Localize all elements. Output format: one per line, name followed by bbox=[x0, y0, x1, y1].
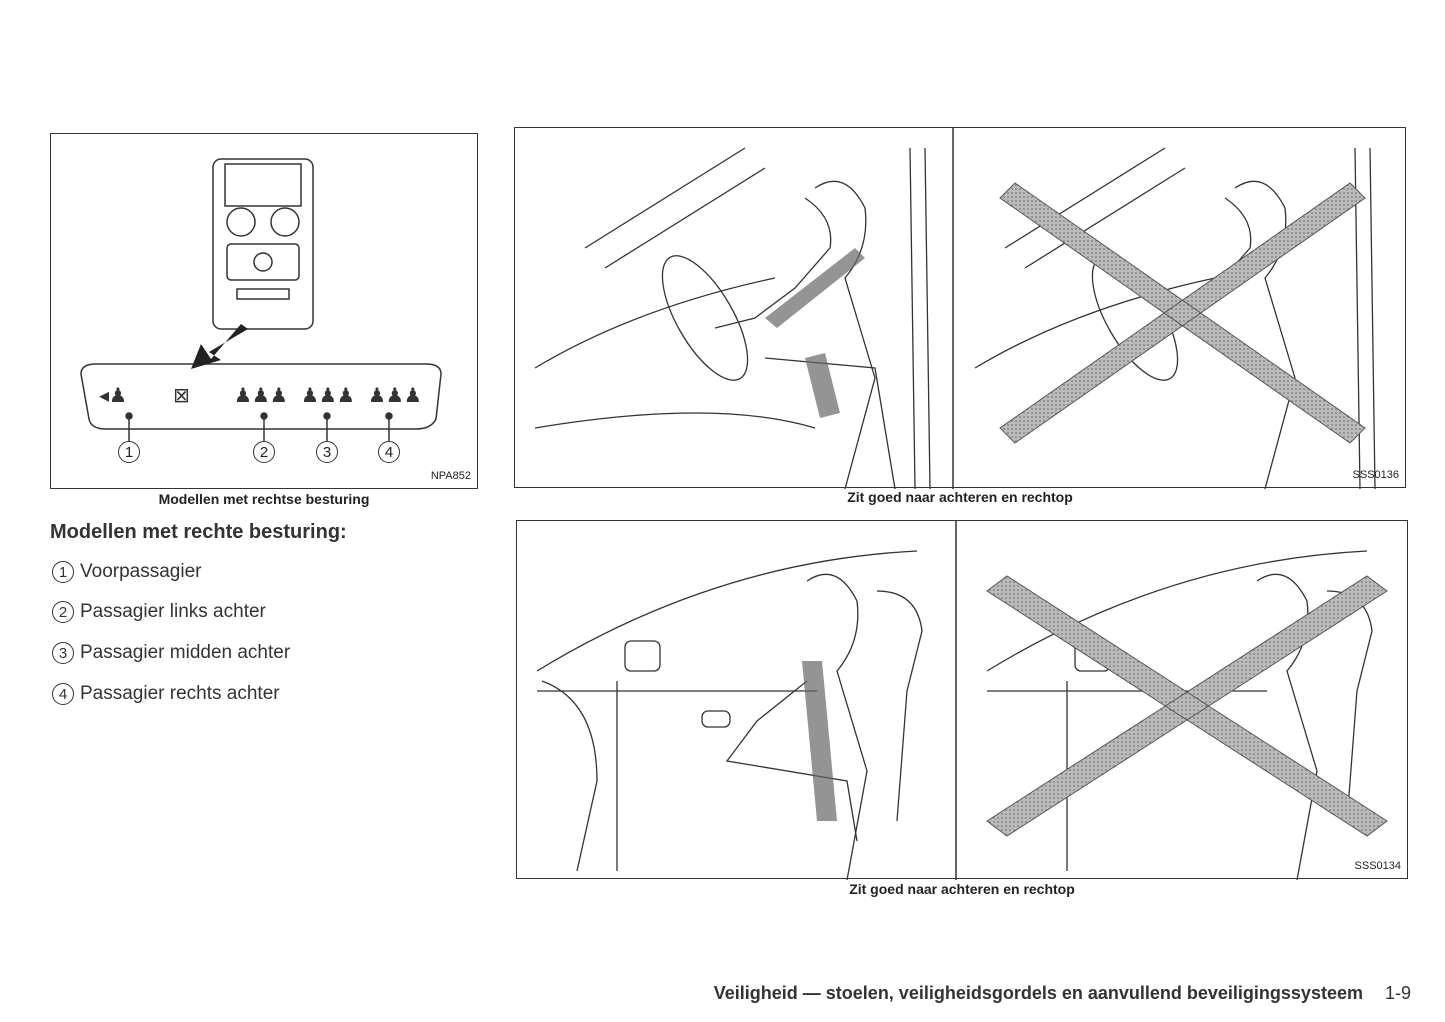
svg-text:♟♟♟: ♟♟♟ bbox=[234, 383, 288, 407]
figure-code: SSS0136 bbox=[1352, 469, 1399, 481]
list-item: 2 Passagier links achter bbox=[52, 601, 266, 623]
figure-caption: Zit goed naar achteren en rechtop bbox=[847, 489, 1073, 505]
page-footer: Veiligheid — stoelen, veiligheidsgordels… bbox=[714, 983, 1411, 1004]
item-number: 2 bbox=[52, 601, 74, 623]
item-label: Passagier rechts achter bbox=[80, 683, 280, 704]
footer-title: Veiligheid — stoelen, veiligheidsgordels… bbox=[713, 983, 1363, 1003]
item-label: Passagier midden achter bbox=[80, 642, 291, 663]
figure-passenger-posture: SSS0134 bbox=[516, 520, 1408, 880]
figure-caption: Modellen met rechtse besturing bbox=[158, 491, 370, 507]
item-label: Voorpassagier bbox=[80, 561, 202, 582]
svg-text:◂♟: ◂♟ bbox=[99, 383, 127, 407]
svg-text:⊠: ⊠ bbox=[173, 383, 190, 407]
figure-code: SSS0134 bbox=[1354, 860, 1401, 872]
callout-4: 4 bbox=[378, 441, 400, 463]
svg-text:♟♟♟: ♟♟♟ bbox=[301, 383, 355, 407]
page-number: 1-9 bbox=[1384, 983, 1411, 1003]
figure-seatbelt-indicator: ◂♟ ⊠ ♟♟♟ ♟♟♟ ♟♟♟ 1 2 3 4 NPA852 bbox=[50, 133, 478, 489]
figure-caption: Zit goed naar achteren en rechtop bbox=[849, 881, 1075, 897]
item-number: 3 bbox=[52, 642, 74, 664]
driver-illustration bbox=[534, 128, 1376, 489]
figure-code: NPA852 bbox=[430, 470, 471, 482]
item-label: Passagier links achter bbox=[80, 601, 266, 622]
list-item: 1 Voorpassagier bbox=[52, 561, 201, 583]
dashboard-illustration: ◂♟ ⊠ ♟♟♟ ♟♟♟ ♟♟♟ bbox=[80, 158, 442, 441]
list-item: 4 Passagier rechts achter bbox=[52, 683, 280, 705]
item-number: 1 bbox=[52, 561, 74, 583]
callout-3: 3 bbox=[316, 441, 338, 463]
callout-2: 2 bbox=[253, 441, 275, 463]
list-item: 3 Passagier midden achter bbox=[52, 642, 290, 664]
callout-1: 1 bbox=[118, 441, 140, 463]
figure-driving-posture: SSS0136 bbox=[514, 127, 1406, 489]
item-number: 4 bbox=[52, 683, 74, 705]
passenger-illustration bbox=[536, 521, 1388, 880]
section-heading: Modellen met rechte besturing: bbox=[50, 521, 347, 543]
svg-text:♟♟♟: ♟♟♟ bbox=[368, 383, 422, 407]
